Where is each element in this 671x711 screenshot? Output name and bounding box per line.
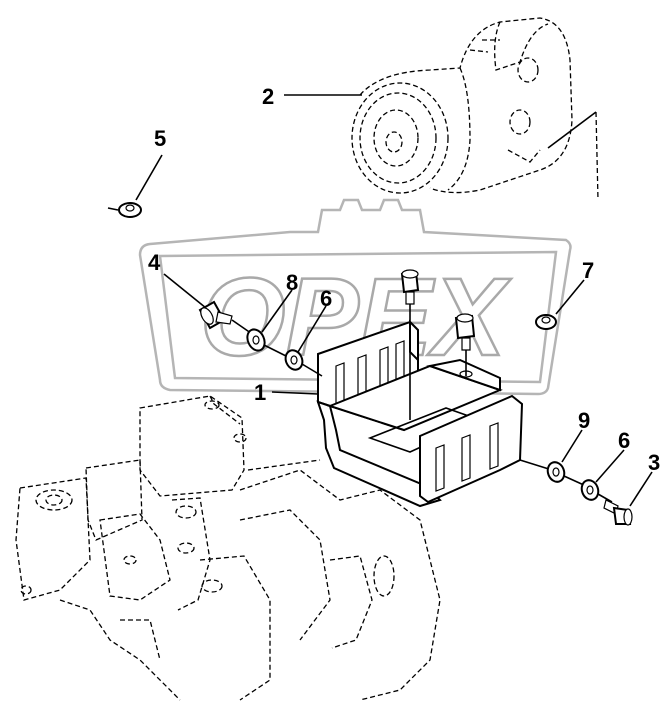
callout-2: 2 [262,84,274,109]
callout-9: 9 [578,408,590,433]
callout-5: 5 [154,126,166,151]
washer-part-6-lower [563,475,600,501]
bolt-vertical-upper [400,269,420,420]
callout-3: 3 [648,450,660,475]
washer-part-6-upper [284,349,323,377]
nut-part-7 [535,314,557,330]
washer-part-8 [246,328,291,359]
compressor-part-2 [351,17,599,201]
callout-4: 4 [148,250,161,275]
engine-block [15,395,441,701]
washer-part-9 [519,459,566,483]
bolt-part-4 [198,300,259,339]
bolt-part-3 [597,493,633,526]
callout-6-upper: 6 [320,286,332,311]
leader-lines [135,94,653,507]
bracket-part-1 [316,319,524,508]
callout-6-lower: 6 [618,428,630,453]
callout-8: 8 [286,270,298,295]
bolt-vertical-right [454,313,476,376]
callout-7: 7 [582,258,594,283]
callout-1: 1 [254,380,266,405]
nut-part-5 [107,202,142,218]
